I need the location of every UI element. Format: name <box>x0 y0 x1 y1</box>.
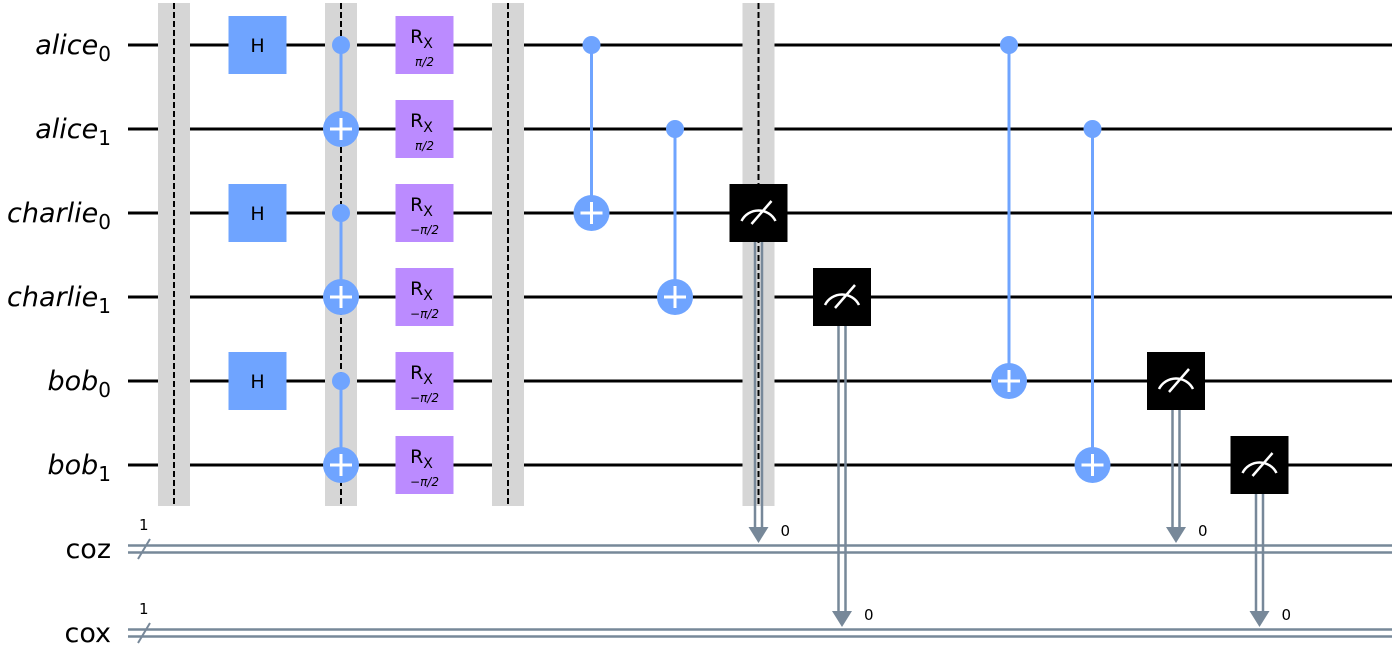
control-dot <box>666 120 684 138</box>
meter-arc-icon <box>1157 377 1195 390</box>
measure-gate <box>729 184 788 242</box>
barriers-layer <box>158 3 775 506</box>
hadamard-gate <box>228 16 287 74</box>
measure-bit-index: 0 <box>1198 522 1208 540</box>
gate-parameter: π/2 <box>415 139 434 153</box>
qubit-name: alice <box>35 114 98 145</box>
qubit-index: 1 <box>98 126 111 150</box>
gate-subscript: X <box>423 36 433 52</box>
measure-bit-index: 0 <box>864 606 874 624</box>
measure-gate <box>1147 352 1205 410</box>
measure-bit-index: 0 <box>1282 606 1292 624</box>
register-size: 1 <box>139 516 149 534</box>
qubit-label: charlie0 <box>7 198 111 234</box>
hadamard-gate <box>228 352 287 410</box>
meter-needle-icon <box>1168 368 1190 393</box>
gate-label: RX <box>410 194 433 220</box>
gate-parameter: −π/2 <box>410 475 439 489</box>
gate-subscript: X <box>423 120 433 136</box>
measure-gate <box>1230 436 1289 494</box>
rx-gate <box>395 352 454 410</box>
control-dot <box>332 36 350 54</box>
measure-arrow <box>832 611 852 627</box>
qubit-index: 0 <box>98 210 111 234</box>
qubit-name: charlie <box>7 198 98 229</box>
labels-layer: alice0alice1charlie0charlie1bob0bob11coz… <box>7 30 149 646</box>
qubit-label: alice0 <box>35 30 111 66</box>
meter-arc-icon <box>1241 461 1278 474</box>
qubit-name: bob <box>47 450 98 481</box>
qubit-name: charlie <box>7 282 98 313</box>
control-dot <box>332 204 350 222</box>
qubit-label: bob0 <box>47 366 111 402</box>
hadamard-gate <box>228 184 287 242</box>
gate-name: R <box>410 446 423 468</box>
control-dot <box>1000 36 1018 54</box>
gate-parameter: −π/2 <box>410 307 439 321</box>
measure-bit-index: 0 <box>781 522 791 540</box>
gate-label: H <box>250 203 264 225</box>
register-size: 1 <box>139 600 149 618</box>
qubit-label: charlie1 <box>7 282 111 318</box>
meter-arc-icon <box>740 209 777 222</box>
control-dot <box>332 372 350 390</box>
meter-needle-icon <box>750 200 773 225</box>
rx-gate <box>395 100 454 158</box>
gate-label: RX <box>410 278 433 304</box>
gate-subscript: X <box>423 372 433 388</box>
gate-name: R <box>410 278 423 300</box>
gate-parameter: π/2 <box>415 55 434 69</box>
gate-label: RX <box>410 362 433 388</box>
qubit-name: alice <box>35 30 98 61</box>
qubit-label: alice1 <box>35 114 111 150</box>
qubit-index: 1 <box>98 462 111 486</box>
control-dot <box>1083 120 1102 138</box>
rx-gate <box>395 436 454 494</box>
gate-parameter: −π/2 <box>410 223 439 237</box>
bus-slash <box>137 538 151 560</box>
gate-name: R <box>410 194 423 216</box>
gate-subscript: X <box>423 288 433 304</box>
gates-layer: HHHRXπ/2RXπ/2RX−π/2RX−π/2RX−π/2RX−π/2000… <box>228 16 1292 627</box>
meter-needle-icon <box>834 284 856 309</box>
gate-subscript: X <box>423 456 433 472</box>
gate-parameter: −π/2 <box>410 391 439 405</box>
gate-label: H <box>250 35 264 57</box>
gate-name: R <box>410 26 423 48</box>
bus-slash <box>137 622 151 644</box>
gate-name: R <box>410 110 423 132</box>
qubit-name: bob <box>47 366 98 397</box>
qubit-label: bob1 <box>47 450 111 486</box>
gate-label: H <box>250 371 264 393</box>
measure-arrow <box>1249 611 1270 627</box>
gate-subscript: X <box>423 204 433 220</box>
qubit-index: 0 <box>98 378 111 402</box>
measure-arrow <box>748 527 769 543</box>
qubit-index: 0 <box>98 42 111 66</box>
control-dot <box>582 36 601 54</box>
meter-needle-icon <box>1251 452 1274 477</box>
gate-label: RX <box>410 26 433 52</box>
meter-arc-icon <box>823 293 861 306</box>
measure-arrow <box>1166 527 1186 543</box>
gate-label: RX <box>410 446 433 472</box>
rx-gate <box>395 16 454 74</box>
clbit-label: cox <box>64 618 111 646</box>
qubit-index: 1 <box>98 294 111 318</box>
gate-name: R <box>410 362 423 384</box>
clbit-label: coz <box>65 534 111 565</box>
measure-gate <box>813 268 871 326</box>
rx-gate <box>395 268 454 326</box>
rx-gate <box>395 184 454 242</box>
gate-label: RX <box>410 110 433 136</box>
